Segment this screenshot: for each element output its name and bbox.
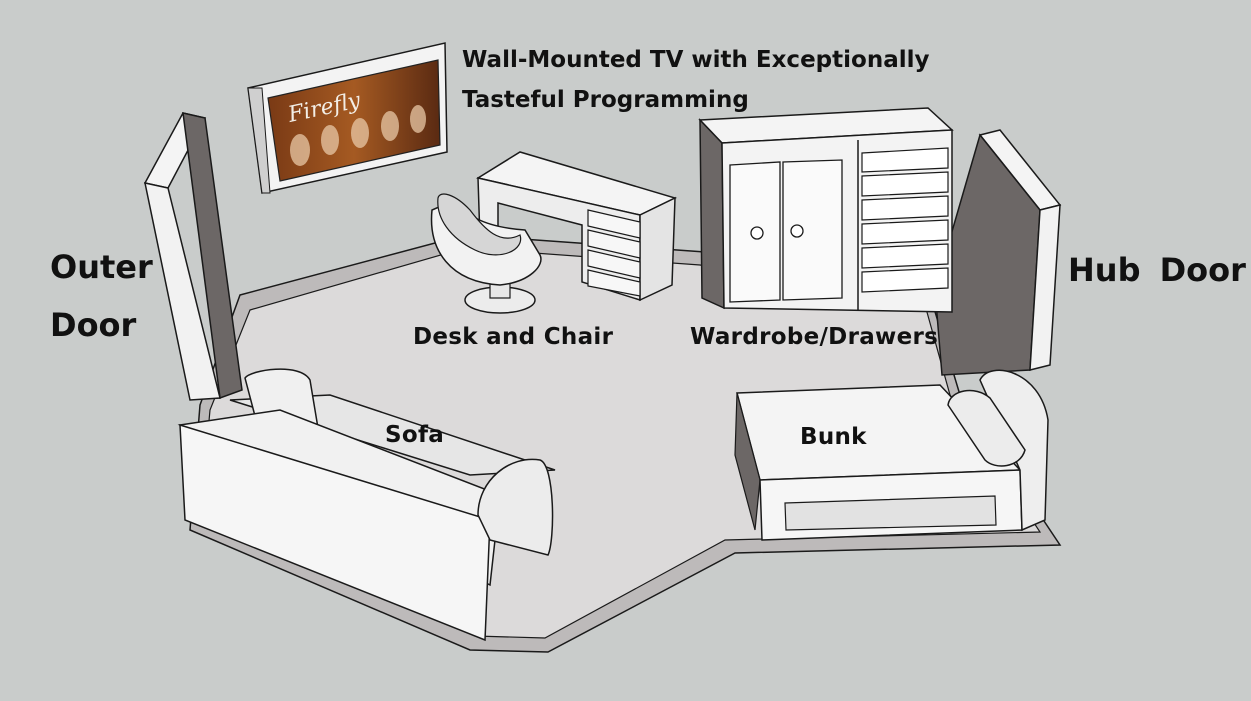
bunk-pillow	[947, 389, 1026, 467]
wardrobe-drawer-stack	[861, 147, 949, 293]
desk-drawers	[587, 209, 641, 297]
hub-door	[934, 129, 1062, 376]
wardrobe-drawers	[698, 107, 954, 313]
outer-door	[143, 112, 243, 401]
desk-chair-label: Desk and Chair	[413, 324, 614, 350]
tv-label-line2: Tasteful Programming	[462, 87, 749, 113]
door-knob-left	[750, 226, 764, 240]
chair	[430, 193, 542, 314]
bunk-label: Bunk	[800, 424, 867, 450]
sofa	[177, 368, 556, 642]
tv-screen	[267, 59, 441, 182]
wall-mounted-tv: Firefly	[247, 42, 448, 194]
outer-door-label-line1: Outer	[50, 248, 153, 286]
sofa-label: Sofa	[385, 422, 445, 448]
outer-door-label: Outer Door	[50, 238, 153, 354]
hub-door-label-line1: Hub	[1068, 251, 1141, 289]
hub-door-label: Hub Door	[1068, 254, 1246, 286]
bunk	[734, 369, 1049, 541]
tv-label-line1: Wall-Mounted TV with Exceptionally	[462, 47, 930, 73]
hub-door-label-line2: Door	[1159, 251, 1246, 289]
wardrobe-doors	[729, 159, 843, 303]
wardrobe-label: Wardrobe/Drawers	[690, 324, 939, 350]
tv-label: Wall-Mounted TV with Exceptionally Taste…	[462, 40, 929, 120]
door-knob-right	[790, 224, 804, 238]
outer-door-label-line2: Door	[50, 306, 137, 344]
desk	[476, 151, 678, 302]
